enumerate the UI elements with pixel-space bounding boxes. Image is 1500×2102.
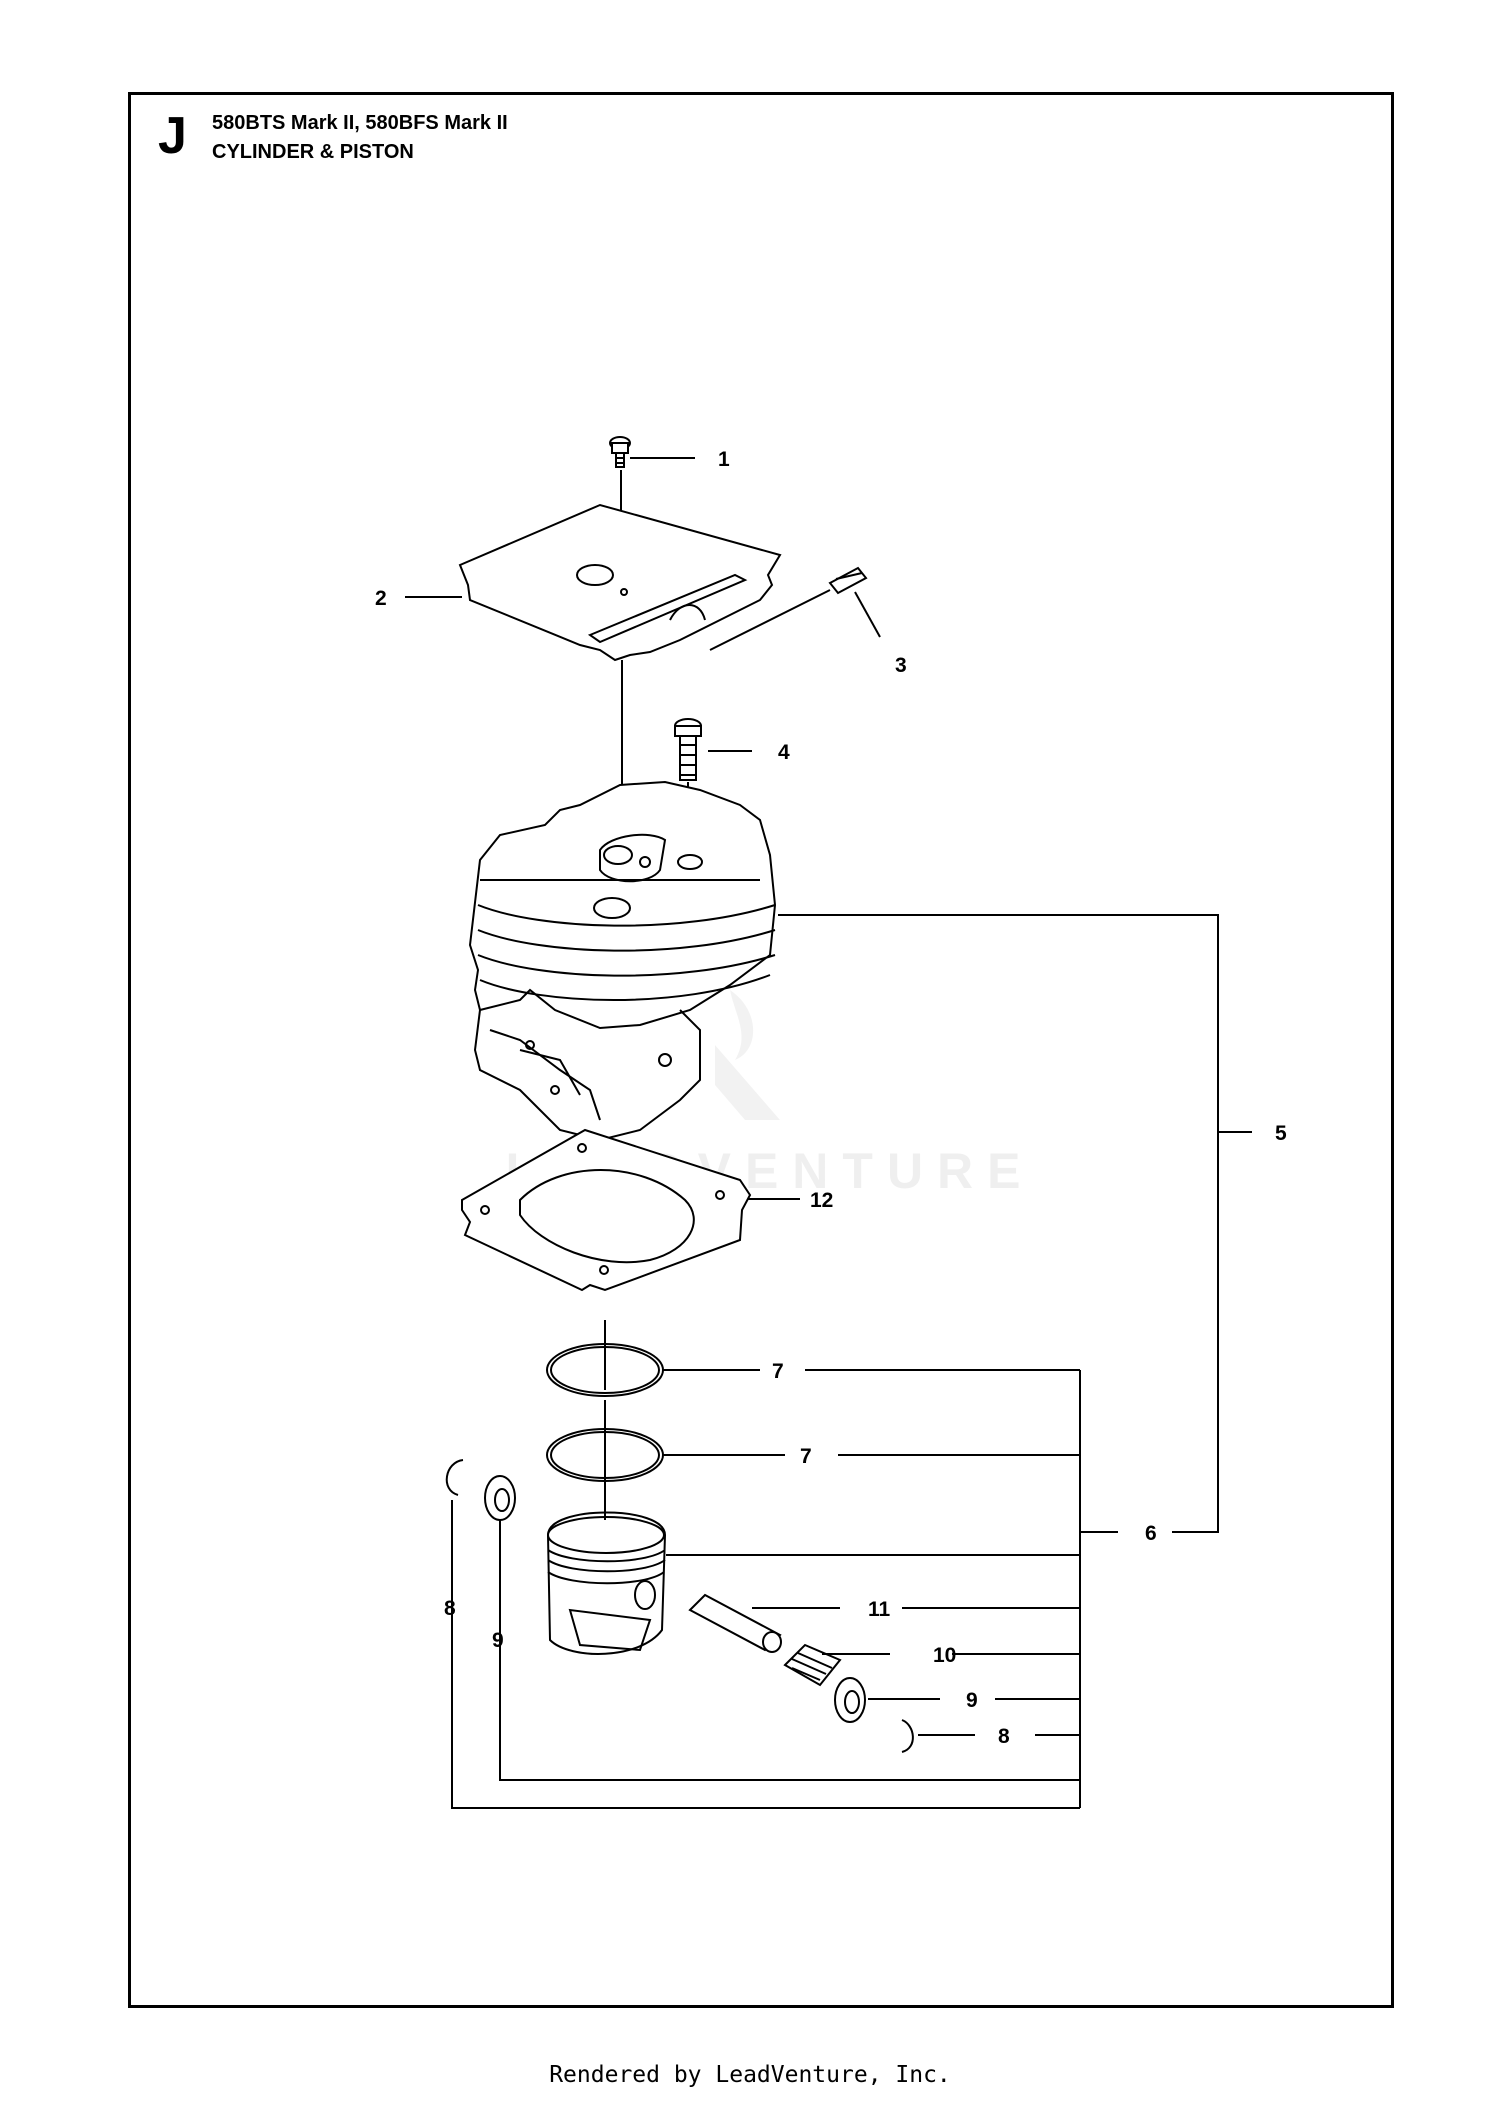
part-cover-plate-2[interactable] — [458, 503, 782, 662]
model-line: 580BTS Mark II, 580BFS Mark II — [212, 112, 508, 134]
callout-5: 5 — [1275, 1122, 1287, 1145]
callout-6: 6 — [1145, 1522, 1157, 1545]
callout-4: 4 — [778, 741, 790, 764]
leader-line-3 — [854, 591, 881, 638]
part-needle-bearing-10[interactable] — [783, 1643, 842, 1687]
leader-line-9a — [499, 1520, 1080, 1781]
callout-2: 2 — [375, 587, 387, 610]
section-letter: J — [158, 107, 187, 165]
watermark-logo-icon — [715, 990, 780, 1120]
part-clip-3[interactable] — [828, 566, 868, 595]
callout-10: 10 — [933, 1644, 956, 1667]
part-gasket-12[interactable] — [461, 1128, 752, 1292]
part-piston-pin-11[interactable] — [688, 1593, 782, 1653]
callout-8a: 8 — [444, 1597, 456, 1620]
diagram-title: CYLINDER & PISTON — [212, 141, 414, 163]
callout-11: 11 — [868, 1598, 891, 1621]
callout-12: 12 — [810, 1189, 833, 1212]
callout-7b: 7 — [800, 1445, 812, 1468]
callout-9a: 9 — [492, 1629, 504, 1652]
callout-7a: 7 — [772, 1360, 784, 1383]
page-frame — [128, 92, 1394, 2008]
part-screw-1[interactable] — [609, 436, 631, 468]
callout-9b: 9 — [966, 1689, 978, 1712]
part-piston-6[interactable] — [546, 1511, 667, 1655]
callout-3: 3 — [895, 654, 907, 677]
leader-line-8a — [451, 1500, 1080, 1809]
part-washer-9b[interactable] — [834, 1677, 866, 1723]
callout-8b: 8 — [998, 1725, 1010, 1748]
part-bolt-4[interactable] — [674, 718, 702, 781]
part-cylinder-5[interactable] — [468, 780, 777, 1142]
leader-line-5 — [778, 914, 1219, 1533]
part-circlip-8a[interactable] — [445, 1459, 464, 1496]
footer-credit: Rendered by LeadVenture, Inc. — [549, 2062, 951, 2088]
part-circlip-8b[interactable] — [901, 1719, 914, 1753]
callout-1: 1 — [718, 448, 730, 471]
part-washer-9a[interactable] — [484, 1475, 516, 1521]
